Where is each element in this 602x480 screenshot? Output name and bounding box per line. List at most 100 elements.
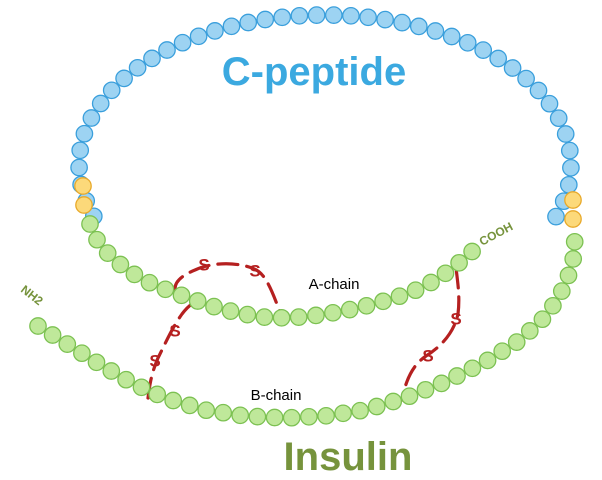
b-chain-residue [448, 367, 466, 385]
insulin-label: Insulin [284, 435, 413, 479]
sulfur-label: S [149, 351, 160, 370]
b-chain-residue [544, 296, 562, 315]
sulfur-label: S [169, 321, 180, 340]
sulfur-label: S [198, 255, 209, 274]
cleavage-site-residue [75, 196, 93, 214]
sulfur-label: S [422, 346, 433, 365]
c-peptide-residue [158, 41, 176, 59]
c-peptide-label: C-peptide [222, 50, 406, 94]
disulfide-bond [173, 262, 284, 320]
b-chain-residue [533, 310, 552, 329]
b-chain-residue [300, 407, 318, 426]
b-chain-residue [400, 387, 419, 406]
c-peptide-residue [458, 33, 477, 52]
b-chain-residue [416, 380, 435, 399]
b-chain-residue [282, 408, 301, 427]
a-chain-residue [172, 286, 191, 305]
c-peptide-residue [556, 125, 575, 143]
c-peptide-residue [409, 17, 428, 36]
c-peptide-residue [128, 58, 147, 77]
c-peptide-residue [549, 109, 568, 128]
c-peptide-residue [342, 6, 360, 25]
c-peptide-residue [359, 8, 377, 27]
b-chain-residue [384, 392, 403, 411]
b-chain-residue [231, 406, 250, 425]
b-chain-residue [214, 403, 233, 422]
a-chain-residue [255, 308, 274, 326]
c-peptide-residue [189, 27, 208, 46]
c-peptide-residue [290, 6, 309, 25]
b-chain-residue [367, 397, 386, 416]
b-chain-residue [565, 232, 584, 251]
c-peptide-residue [547, 207, 565, 226]
c-peptide-residue [307, 6, 326, 24]
a-chain-residue [324, 303, 342, 322]
c-peptide-residue [239, 13, 258, 32]
a-chain-residue [340, 300, 359, 319]
b-chain-residue [478, 351, 497, 370]
nh2-terminus-label: NH2 [18, 282, 46, 308]
c-peptide-residue [562, 158, 580, 177]
c-peptide-residue [426, 22, 445, 40]
b-chain-residue [432, 374, 451, 393]
b-chain-residue [317, 406, 335, 425]
c-peptide-residue [206, 22, 224, 40]
b-chain-residue [132, 378, 151, 397]
c-peptide-residue [82, 109, 101, 127]
a-chain-residue [450, 253, 468, 272]
b-chain-residue [351, 401, 369, 420]
c-peptide-residue [115, 69, 133, 88]
a-chain-residue [156, 280, 175, 299]
c-peptide-residue [393, 13, 411, 32]
c-peptide-residue [560, 141, 579, 160]
b-chain-residue [463, 359, 482, 378]
a-chain-residue [374, 292, 392, 311]
c-peptide-residue [529, 81, 548, 100]
b-chain-residue [248, 407, 267, 426]
a-chain-residue [81, 215, 99, 233]
b-chain-residue [43, 326, 62, 344]
c-peptide-residue [474, 41, 493, 59]
a-chain-residue [289, 308, 308, 326]
b-chain-residue [164, 391, 183, 410]
b-chain-residue [552, 282, 571, 300]
c-peptide-residue [489, 49, 508, 68]
a-chain-residue [205, 297, 223, 316]
b-chain-label: B-chain [251, 387, 302, 404]
a-chain-residue [422, 273, 440, 292]
b-chain-residue [564, 250, 583, 268]
b-chain-residue [148, 385, 167, 404]
c-peptide-residue [71, 141, 90, 160]
b-chain-residue [559, 266, 578, 285]
c-peptide-residue [559, 175, 578, 194]
b-chain-residue [520, 322, 539, 340]
c-peptide-residue [91, 94, 110, 113]
sulfur-label: S [249, 261, 260, 280]
cleavage-site-residue [564, 191, 582, 209]
a-chain-label: A-chain [309, 276, 360, 293]
c-peptide-residue [70, 158, 88, 177]
b-chain-residue [29, 317, 47, 335]
c-peptide-residue [143, 49, 161, 68]
a-chain-residue [436, 264, 455, 283]
c-peptide-residue [540, 94, 559, 113]
b-chain-residue [197, 401, 216, 420]
b-chain-residue [334, 404, 352, 423]
c-peptide-residue [222, 17, 241, 36]
b-chain-residue [73, 344, 91, 363]
a-chain-residue [188, 292, 207, 310]
disulfide-bond [400, 266, 461, 402]
cleavage-site-residue [74, 177, 92, 195]
a-chain-residue [238, 305, 257, 324]
cleavage-site-residue [564, 210, 582, 228]
a-chain-residue [307, 306, 325, 325]
c-peptide-residue [503, 59, 522, 77]
a-chain-residue [272, 308, 291, 327]
a-chain-residue [357, 296, 376, 315]
c-peptide-residue [256, 10, 275, 29]
a-chain-residue [88, 230, 106, 249]
a-chain-residue [125, 265, 144, 284]
a-chain-residue [221, 302, 240, 320]
